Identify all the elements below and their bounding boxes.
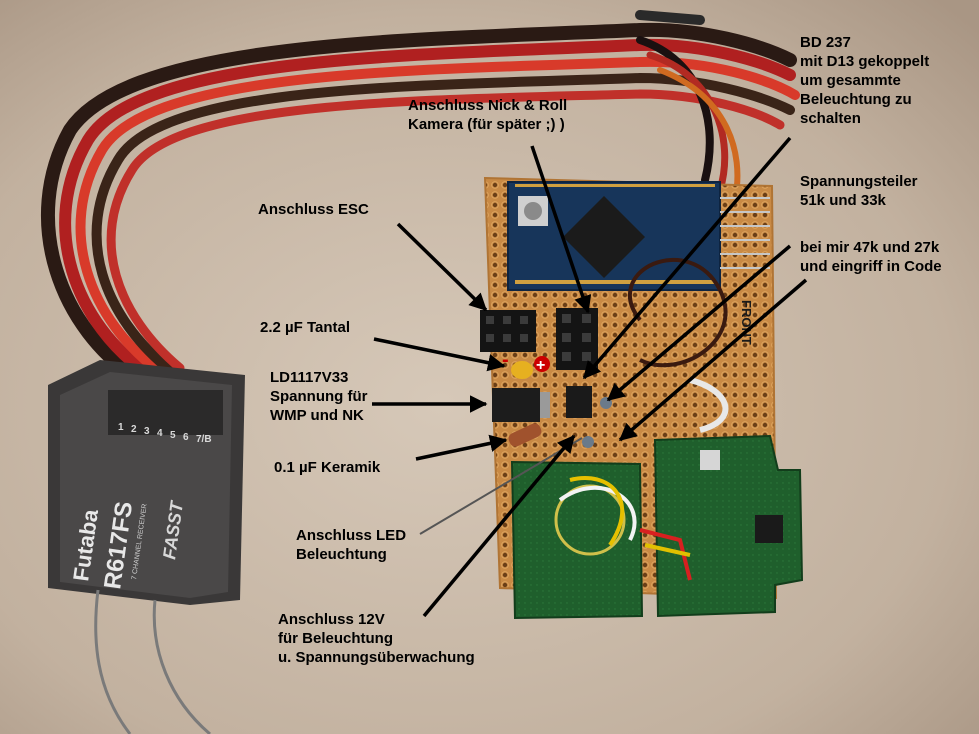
esc-header xyxy=(480,310,536,352)
nick-roll-header xyxy=(556,308,598,370)
arrow-nick-roll xyxy=(530,145,592,314)
plus-marking-bg xyxy=(534,356,550,372)
arrow-tantal xyxy=(373,337,506,372)
gray-wires xyxy=(689,377,729,433)
label-esc: Anschluss ESC xyxy=(258,201,369,218)
nunchuk-sensor-board xyxy=(639,434,804,618)
annotation-arrows xyxy=(372,136,808,618)
label-voltage-divider: Spannungsteiler 51k und 33k xyxy=(800,173,918,209)
label-bd237: BD 237 mit D13 gekoppelt um gesammte Bel… xyxy=(800,34,930,127)
arduino-pro-mini xyxy=(507,181,770,291)
front-marking: FRONT xyxy=(739,300,754,345)
arrow-12v xyxy=(422,434,576,618)
label-ld1117: LD1117V33 Spannung für WMP und NK xyxy=(270,369,368,424)
ld1117-regulator xyxy=(492,388,550,422)
label-tantal: 2.2 µF Tantal xyxy=(260,319,351,336)
label-led: Anschluss LED Beleuchtung xyxy=(296,527,407,563)
label-keramik: 0.1 µF Keramik xyxy=(274,459,381,476)
svg-text:3: 3 xyxy=(144,426,150,437)
bd237-transistor xyxy=(566,386,592,418)
label-nick-roll: Anschluss Nick & Roll Kamera (für später… xyxy=(408,97,568,133)
label-12v: Anschluss 12V für Beleuchtung u. Spannun… xyxy=(278,611,475,666)
svg-text:4: 4 xyxy=(157,428,163,439)
arrow-divider-alt xyxy=(618,278,808,442)
wmp-sensor-board xyxy=(510,460,644,620)
ceramic-capacitor xyxy=(508,423,542,447)
wire-loop xyxy=(627,257,728,368)
plus-marking: + xyxy=(536,357,545,374)
label-voltage-divider-alt: bei mir 47k und 27k und eingriff in Code xyxy=(800,239,942,275)
svg-text:7/B: 7/B xyxy=(196,434,212,445)
svg-text:2: 2 xyxy=(131,424,137,435)
arrow-keramik xyxy=(415,434,508,461)
servo-cable-bundle xyxy=(41,10,800,387)
receiver-channel-labels: 1 2 3 4 5 6 7/B xyxy=(118,422,212,445)
minus-marking: - xyxy=(502,349,509,371)
futaba-receiver: 1 2 3 4 5 6 7/B Futaba R617FS 7 CHANNEL … xyxy=(48,360,245,734)
svg-text:5: 5 xyxy=(170,430,176,441)
arrow-divider xyxy=(606,244,792,402)
arrow-bd237 xyxy=(582,136,792,380)
arrow-esc xyxy=(396,222,488,312)
svg-text:1: 1 xyxy=(118,422,124,433)
tantal-capacitor xyxy=(511,361,533,379)
svg-text:6: 6 xyxy=(183,432,189,443)
arrow-led xyxy=(419,437,583,535)
resistor-divider-2 xyxy=(582,436,594,448)
